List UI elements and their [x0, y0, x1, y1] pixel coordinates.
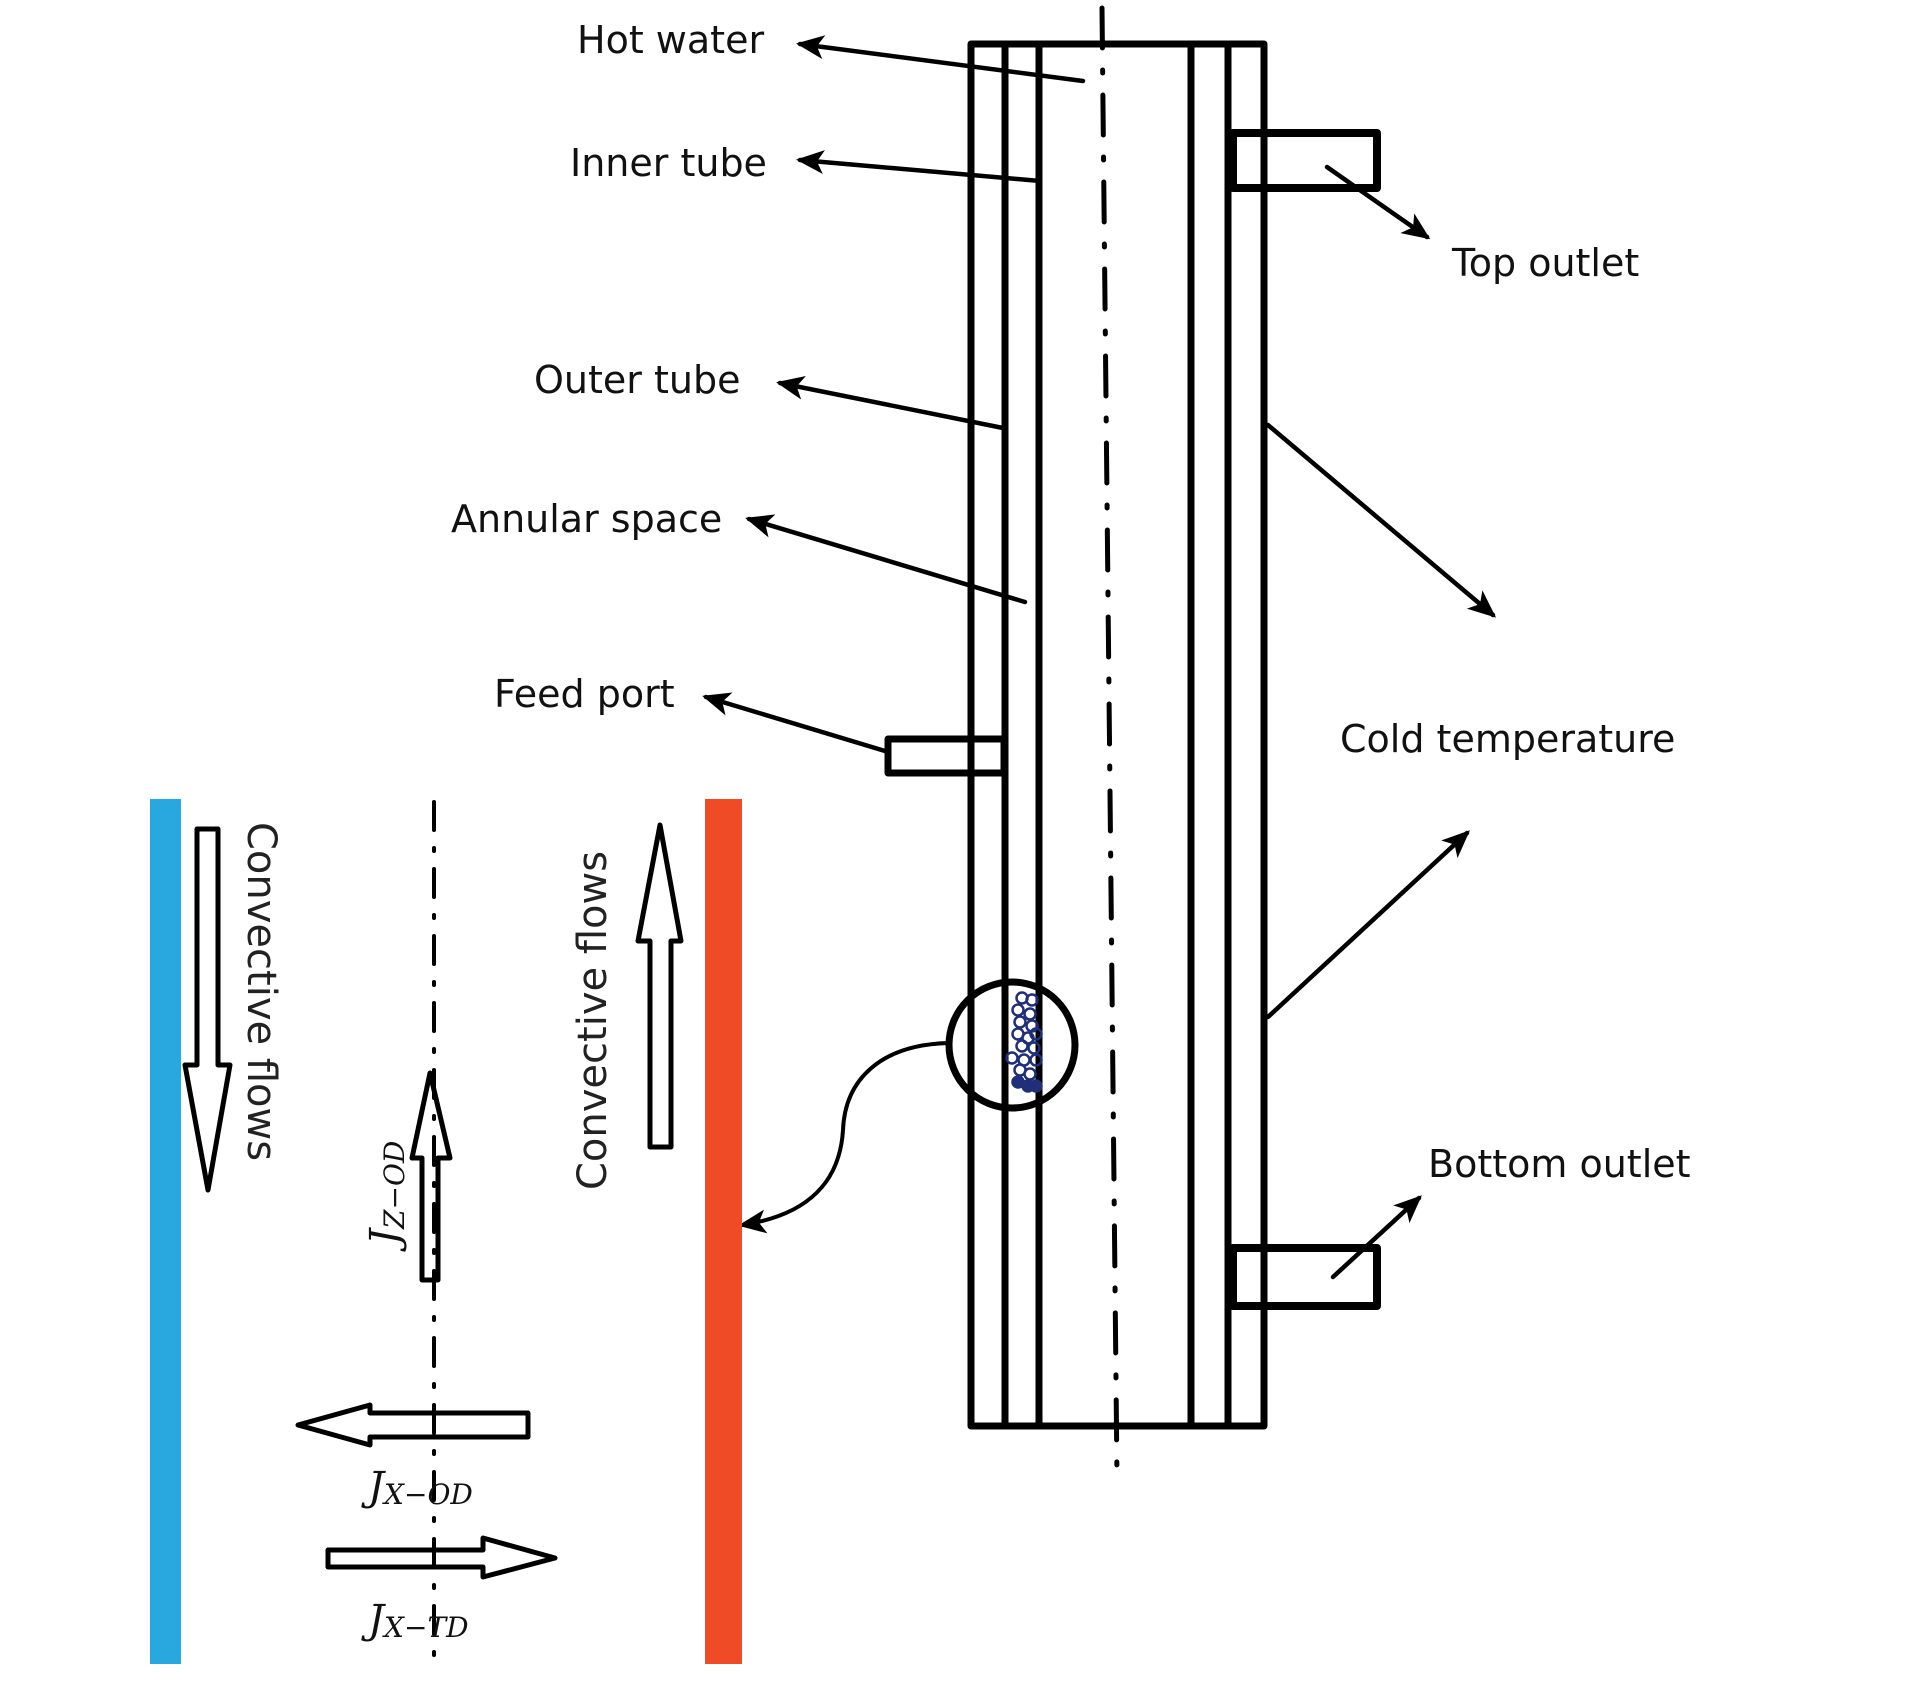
- cold-wall-bar: [150, 799, 181, 1664]
- particle: [1027, 1041, 1041, 1055]
- hot-wall-bar: [705, 799, 742, 1664]
- label-hot-water: Hot water: [577, 18, 764, 62]
- feed-port-leader: [702, 692, 888, 754]
- particle: [1029, 1079, 1043, 1093]
- particle-cluster: [1005, 991, 1043, 1093]
- right-convective-flows-label: Convective flows: [570, 851, 616, 1190]
- particle: [1029, 1053, 1043, 1067]
- flux-inset: Convective flows Convective flows JZ−OD …: [150, 799, 742, 1664]
- jx-od-subscript-od: OD: [427, 1478, 472, 1511]
- inner-tube-leader: [796, 150, 1043, 184]
- label-cold-temperature: Cold temperature: [1340, 717, 1675, 761]
- particle: [1015, 1039, 1029, 1053]
- jz-od-arrow: [409, 1070, 453, 1283]
- cold-temp-leader-upper: [1265, 422, 1497, 618]
- cold-temp-leader-lower: [1265, 830, 1470, 1020]
- jx-td-subscript-td: TD: [427, 1611, 468, 1644]
- magnifier-connector-arrow: [738, 1041, 950, 1234]
- jz-od-label: JZ−OD: [362, 1141, 411, 1252]
- bottom-outlet-leader: [1330, 1195, 1422, 1280]
- particle: [1013, 1015, 1027, 1029]
- bottom-outlet-port: [1229, 1244, 1381, 1310]
- annular-space-leader: [745, 514, 1028, 605]
- label-inner-tube: Inner tube: [570, 141, 767, 185]
- apparatus-frame: [967, 40, 1268, 1430]
- particle: [1005, 1051, 1019, 1065]
- jx-td-label: JX−TD: [361, 1597, 469, 1644]
- left-convective-flows-label: Convective flows: [238, 822, 284, 1161]
- hot-water-leader: [796, 35, 1086, 84]
- jz-od-subscript: Z−OD: [378, 1141, 411, 1230]
- particle: [1023, 1007, 1037, 1021]
- particle: [1011, 1003, 1025, 1017]
- label-annular-space: Annular space: [451, 497, 722, 541]
- jx-od-label: JX−OD: [361, 1464, 473, 1511]
- feed-port: [884, 735, 1008, 777]
- downward-convective-arrow: [182, 826, 233, 1193]
- jx-td-arrow: [325, 1535, 558, 1580]
- jz-od-symbol: J: [362, 1227, 408, 1252]
- labels: Hot water Inner tube Outer tube Annular …: [451, 18, 1691, 1186]
- top-outlet-port: [1229, 129, 1381, 192]
- apparatus: [738, 5, 1381, 1481]
- jx-od-separator: −: [404, 1478, 427, 1511]
- top-outlet-leader: [1324, 164, 1431, 240]
- particle: [1029, 1027, 1043, 1041]
- jx-td-symbol: J: [361, 1597, 386, 1643]
- centerline: [1099, 5, 1120, 1481]
- jx-od-symbol: J: [361, 1464, 386, 1510]
- outer-tube-leader: [776, 375, 1006, 431]
- label-top-outlet: Top outlet: [1451, 241, 1639, 285]
- upward-convective-arrow: [635, 822, 684, 1150]
- particle: [1025, 993, 1039, 1007]
- jx-td-subscript-x: X: [382, 1611, 405, 1644]
- leader-arrows: [702, 35, 1497, 1280]
- label-outer-tube: Outer tube: [534, 358, 740, 402]
- jx-od-subscript-x: X: [382, 1478, 405, 1511]
- particle: [1023, 1067, 1037, 1081]
- jx-td-separator: −: [404, 1611, 427, 1644]
- magnifier-circle: [945, 978, 1079, 1112]
- jx-od-arrow: [295, 1402, 531, 1448]
- label-feed-port: Feed port: [494, 672, 675, 716]
- label-bottom-outlet: Bottom outlet: [1428, 1142, 1691, 1186]
